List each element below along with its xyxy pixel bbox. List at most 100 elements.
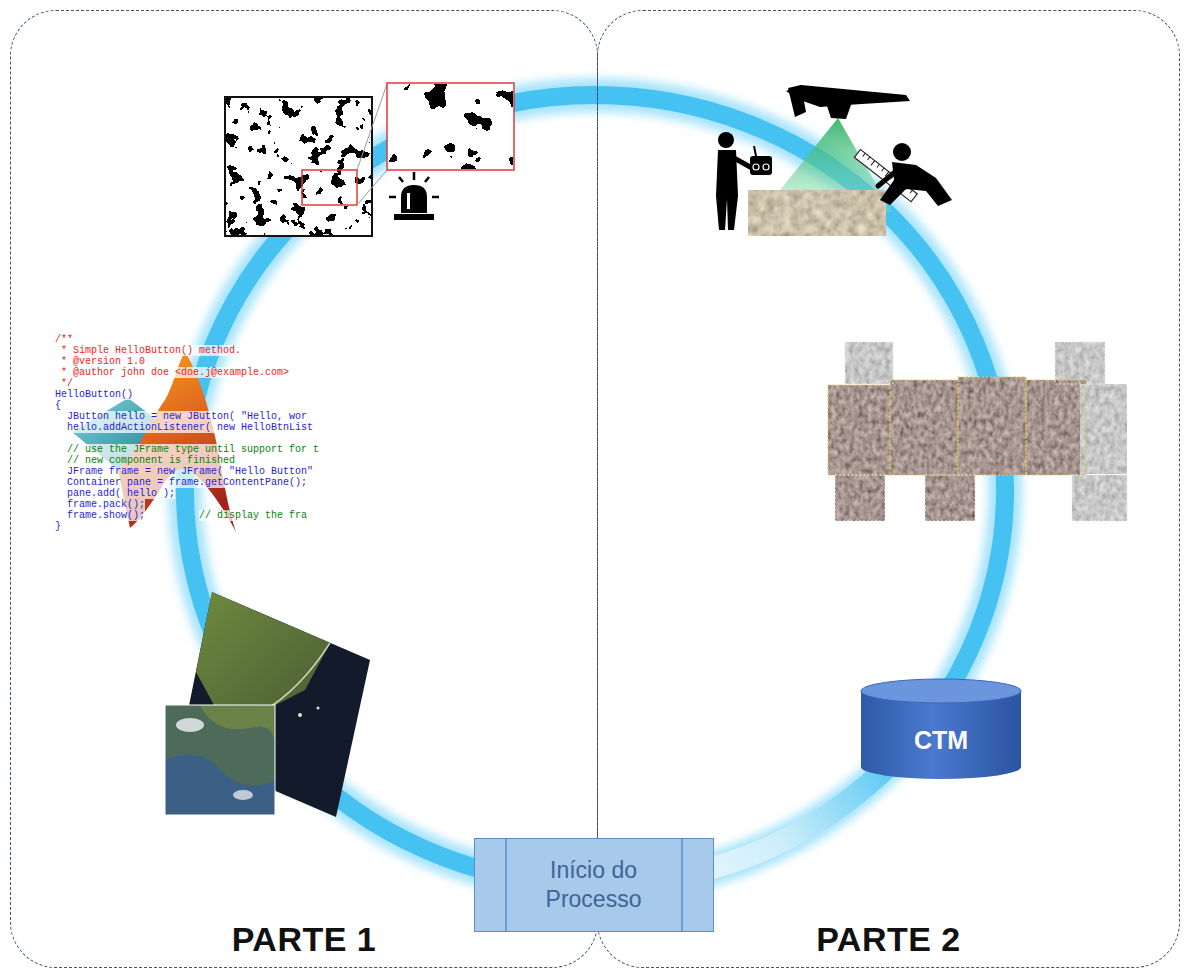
surveyor-head: [893, 143, 911, 161]
tile-borders: [828, 377, 1086, 475]
terrain-patch: [748, 190, 886, 236]
zoom-leader: [357, 170, 387, 205]
zoom-box: [302, 170, 357, 205]
code-text: // display the fra: [199, 510, 307, 521]
binary-map: [225, 83, 514, 236]
database-cylinder: CTM: [861, 679, 1021, 779]
photo-tile: [845, 342, 893, 384]
code-text: frame.pack();: [67, 499, 145, 510]
tile-border: [958, 377, 1026, 475]
code-line: * Simple HelloButton() method.: [61, 339, 241, 357]
siren-base: [394, 214, 434, 220]
pilot-arm: [734, 158, 752, 168]
code-line: JButton hello = new JButton( "Hello, wor: [67, 405, 307, 423]
orthomosaic: [828, 342, 1127, 521]
code-line: /**: [55, 328, 73, 346]
drone-survey: [716, 85, 952, 236]
photo-tile: [1026, 380, 1086, 475]
photo-tile: [1055, 342, 1105, 384]
remote-stick: [753, 164, 759, 170]
photo-tile: [958, 377, 1026, 475]
drone-body: [826, 102, 852, 119]
process-box: Início do Processo: [474, 838, 714, 932]
code-text: // use the JFrame type until support for…: [67, 444, 319, 455]
tile-border: [925, 475, 975, 521]
siren-shine: [407, 193, 410, 209]
code-text: * Simple HelloButton() method.: [61, 345, 241, 356]
siren-ray: [432, 196, 439, 199]
inset-speckle: [388, 84, 513, 169]
alarm-icon: [389, 172, 439, 220]
code-text: HelloButton(): [55, 389, 133, 400]
code-line: }: [55, 515, 61, 533]
process-bars: [475, 839, 713, 931]
siren-dome: [401, 185, 427, 213]
thumb-land: [200, 705, 275, 740]
tile-border: [1072, 475, 1127, 521]
surveyor-body: [880, 162, 952, 206]
code-text: Container pane = frame.getContentPane();: [67, 477, 307, 488]
code-text: JButton hello = new JButton( "Hello, wor: [67, 411, 307, 422]
remote-stick: [763, 164, 769, 170]
thumb-cloud: [233, 790, 253, 800]
siren-ray: [389, 196, 396, 199]
code-line: // use the JFrame type until support for…: [67, 438, 319, 456]
scene-island: [317, 707, 320, 710]
scene-thumb: [165, 705, 275, 815]
part-title: PARTE 2: [816, 920, 961, 959]
pilot-body: [716, 150, 738, 230]
code-text: * @author john doe <doe.j@example.com>: [61, 367, 289, 378]
cylinder-body: [861, 691, 1021, 779]
code-text: }: [55, 521, 61, 532]
zoom-leader: [357, 84, 387, 170]
process-bar: [681, 839, 683, 931]
tile-border: [1055, 342, 1105, 384]
code-text: // new component is finished: [67, 455, 235, 466]
code-text: {: [55, 400, 61, 411]
surveyor-arm: [878, 172, 895, 186]
drone-tail: [788, 85, 806, 117]
code-text: * @version 1.0: [61, 356, 145, 367]
tile-border: [845, 342, 893, 384]
code-text: frame.show();: [67, 510, 145, 521]
thumb-frame: [165, 705, 275, 815]
tile-borders: [835, 342, 1127, 521]
photo-tile: [1080, 384, 1127, 474]
code-text: /**: [55, 334, 73, 345]
photo-tile: [925, 475, 975, 521]
remote-antenna: [754, 146, 756, 156]
photo-tile: [1072, 475, 1127, 521]
code-text: pane.add( hello );: [67, 488, 175, 499]
part-panel: PARTE 2 CTM: [597, 10, 1180, 968]
siren-ray: [413, 172, 416, 180]
database-label: CTM: [914, 726, 968, 755]
siren-ray: [425, 177, 429, 182]
tile-border: [828, 385, 890, 475]
thumb-cloud: [176, 718, 204, 732]
map-ground: [225, 97, 372, 236]
code-line: // display the fra: [199, 504, 307, 522]
thumb-water: [165, 754, 275, 815]
siren-ray: [399, 177, 403, 182]
code-text: */: [61, 378, 73, 389]
map-speckle: [226, 98, 371, 235]
scene-coast: [214, 643, 330, 713]
tile-border: [890, 380, 958, 475]
code-text: hello.addActionListener( new HelloBtnLis…: [67, 422, 313, 433]
remote: [750, 156, 772, 175]
tile-border: [1026, 380, 1086, 475]
scene-land: [196, 592, 330, 712]
part-title: PARTE 1: [232, 920, 377, 959]
inset-frame: [387, 83, 514, 170]
tile-border: [835, 475, 885, 521]
photo-tile: [828, 385, 890, 475]
inset-ground: [387, 83, 514, 170]
photo-tile: [890, 380, 958, 475]
satellite-scenes: [165, 592, 370, 817]
pilot-head: [718, 132, 734, 148]
map-frame: [225, 97, 372, 236]
scene-island: [298, 713, 302, 717]
